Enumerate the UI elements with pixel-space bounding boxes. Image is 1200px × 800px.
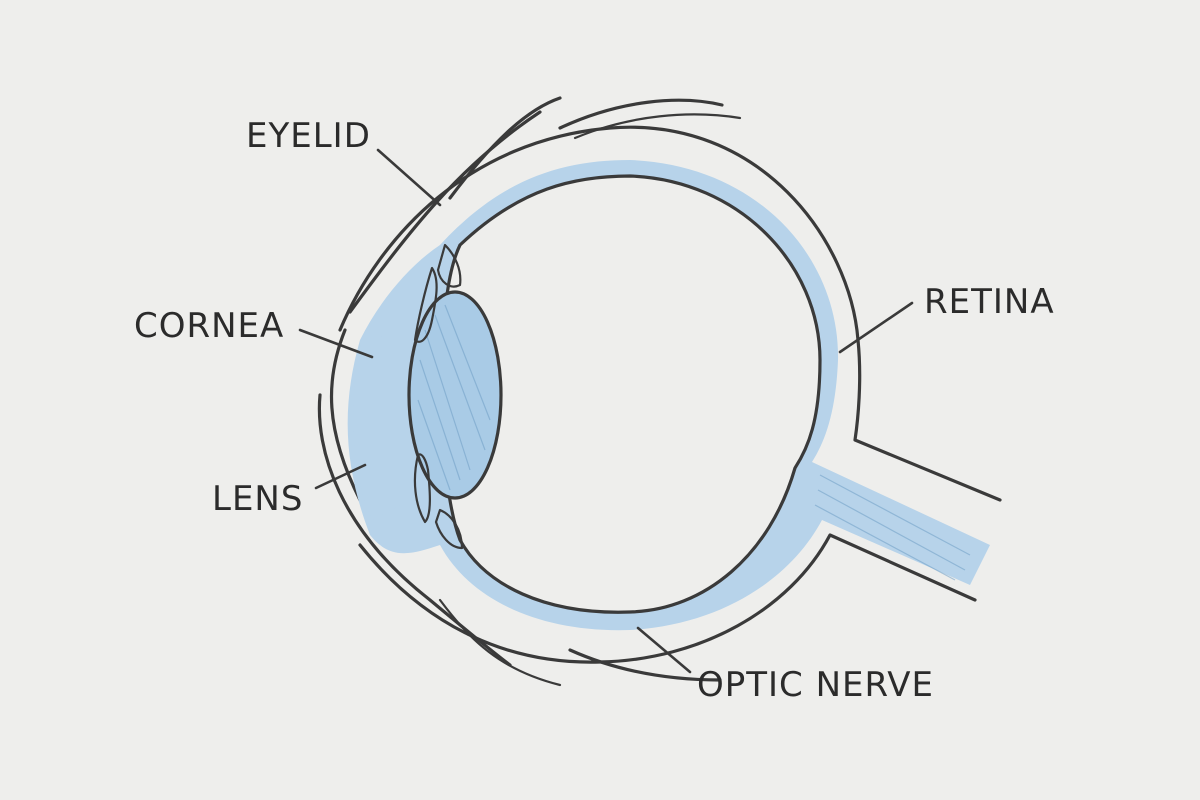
lens-label: LENS (212, 479, 303, 519)
lens-leader-line (314, 463, 367, 490)
eyelid-leader-line (376, 148, 442, 207)
ciliary-body-lower (434, 508, 464, 550)
iris-lower (413, 453, 431, 524)
upper-brow-line-2 (573, 113, 742, 140)
upper-brow-line (558, 98, 724, 130)
cornea-leader-line (298, 328, 374, 359)
lower-brow-line (568, 648, 722, 682)
eyelid-label: EYELID (246, 116, 371, 156)
ciliary-body-upper (436, 243, 462, 288)
cornea-outline (329, 328, 362, 502)
retina-label: RETINA (924, 282, 1055, 322)
lower-lid-crease (438, 598, 562, 687)
cornea-fill (353, 330, 415, 520)
optic-nerve-label: OPTIC NERVE (697, 665, 934, 705)
iris-upper (413, 266, 438, 343)
optic-nerve-leader-line (636, 626, 692, 674)
sclera-outer-outline (338, 125, 1002, 502)
lens (407, 290, 503, 500)
optic-nerve-fibers (814, 474, 971, 581)
upper-eyelid-crease (448, 96, 562, 200)
cornea-label: CORNEA (134, 306, 284, 346)
lower-eyelid-outline (317, 393, 512, 667)
lens-shading (417, 304, 491, 491)
retina-leader-line (838, 301, 914, 354)
